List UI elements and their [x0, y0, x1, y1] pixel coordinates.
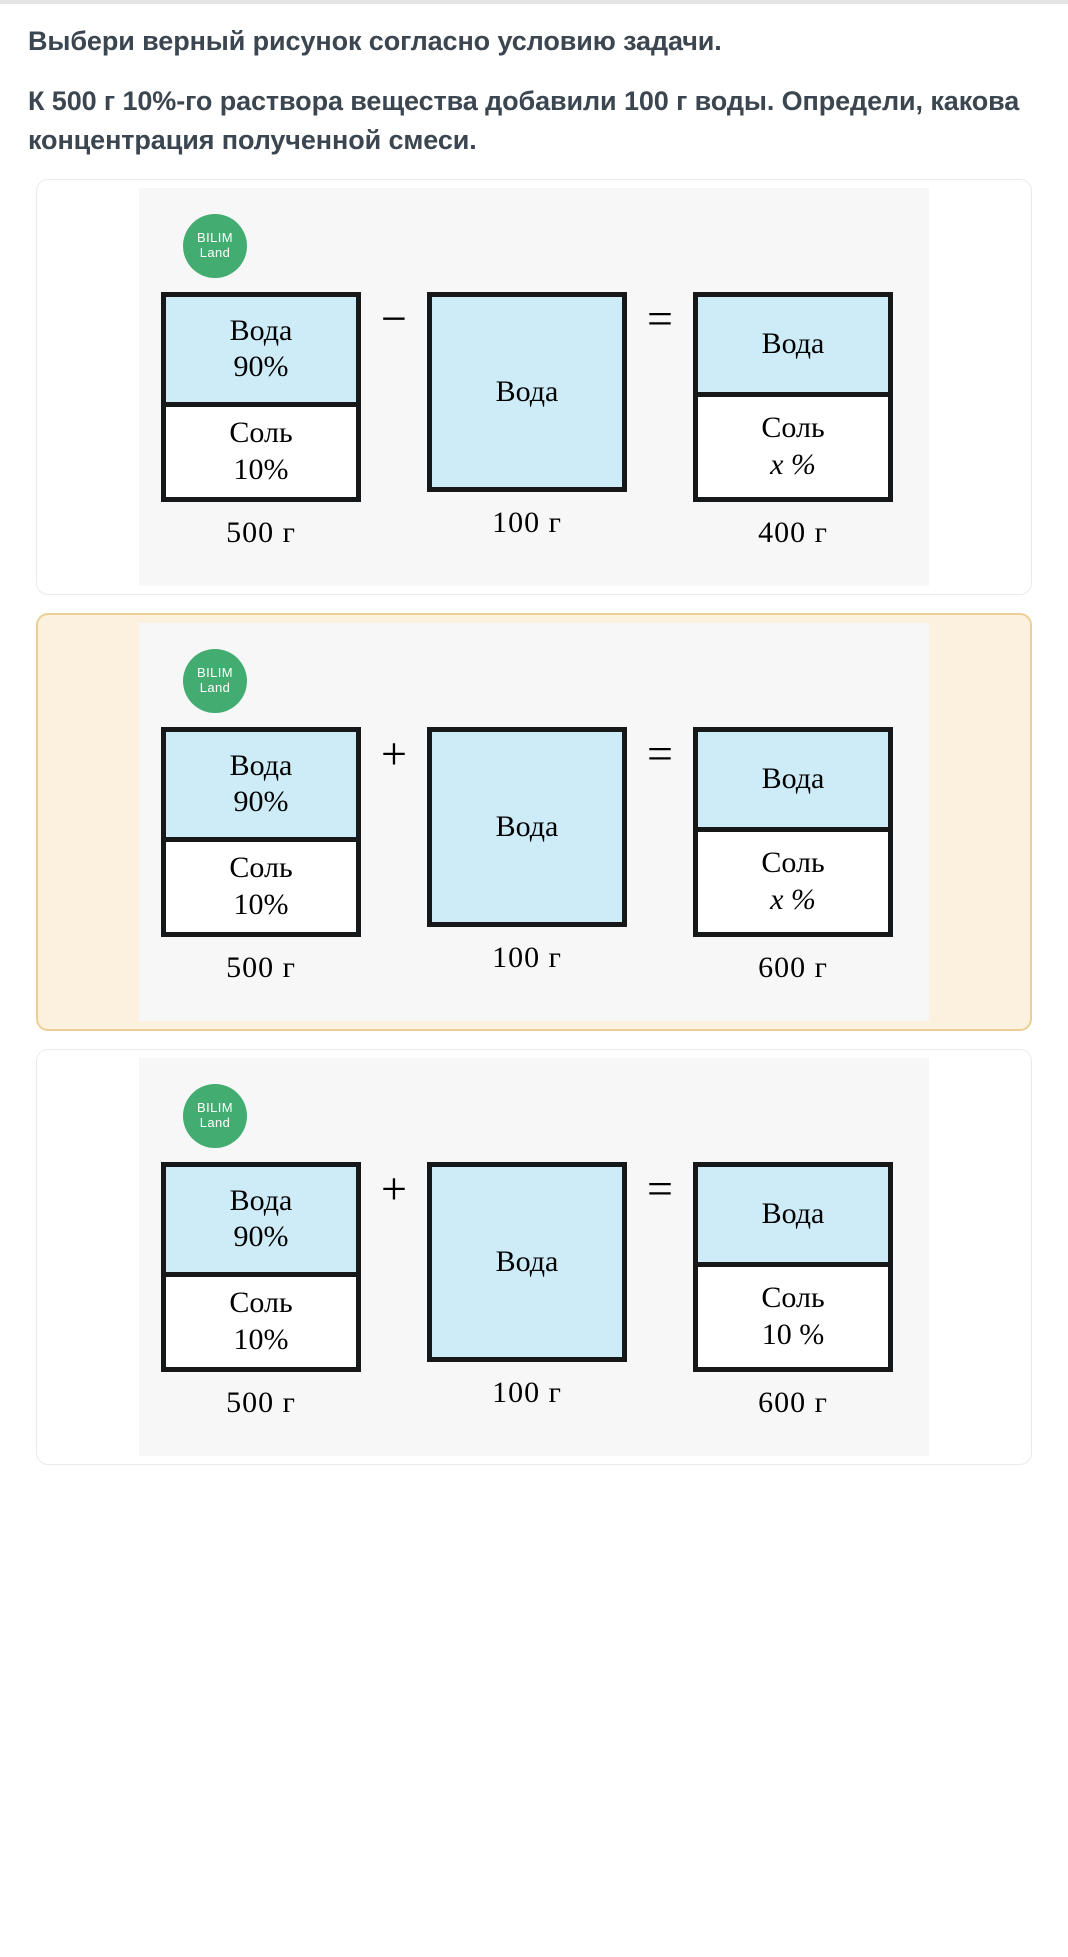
vessel-water-part: Вода 90%: [166, 1166, 356, 1272]
vessel-water-c: Вода: [427, 1161, 627, 1362]
vessel-water-part: Вода 90%: [166, 731, 356, 837]
term-solution-c: Вода 90% Соль 10% 500 г: [161, 1161, 361, 1420]
salt-value: 10 %: [761, 1317, 825, 1351]
operator-plus-b: +: [381, 727, 407, 779]
vessel-result-b: Вода Соль x %: [693, 726, 893, 937]
salt-value: 10%: [233, 887, 289, 921]
mass-label-solution-b: 500 г: [226, 950, 296, 984]
vessel-salt-part: Соль x %: [698, 826, 888, 932]
water-label: Вода: [229, 1183, 293, 1217]
water-label: Вода: [229, 748, 293, 782]
water-label: Вода: [495, 1244, 559, 1278]
salt-label: Соль: [761, 1281, 825, 1315]
vessel-water-part: Вода: [698, 731, 888, 827]
equation-b: Вода 90% Соль 10% 500 г + Вода: [161, 726, 893, 985]
salt-label: Соль: [761, 411, 825, 445]
water-label: Вода: [761, 327, 825, 361]
logo-line-1: BILIM: [197, 1100, 233, 1116]
question-block: Выбери верный рисунок согласно условию з…: [0, 4, 1068, 171]
vessel-solution-b: Вода 90% Соль 10%: [161, 726, 361, 937]
water-label: Вода: [229, 313, 293, 347]
term-solution-a: Вода 90% Соль 10% 500 г: [161, 291, 361, 550]
mass-label-solution-c: 500 г: [226, 1385, 296, 1419]
figure-panel-c: BILIM Land Вода 90% Соль 10%: [139, 1057, 929, 1456]
question-title: Выбери верный рисунок согласно условию з…: [28, 26, 722, 56]
logo-line-1: BILIM: [197, 665, 233, 681]
answer-option-b[interactable]: BILIM Land Вода 90% Соль 10%: [36, 612, 1032, 1031]
vessel-salt-part: Соль x %: [698, 391, 888, 497]
term-solution-b: Вода 90% Соль 10% 500 г: [161, 726, 361, 985]
water-label: Вода: [495, 374, 559, 408]
mass-label-result-b: 600 г: [758, 950, 828, 984]
figure-panel-b: BILIM Land Вода 90% Соль 10%: [139, 622, 929, 1021]
mass-label-solution-a: 500 г: [226, 515, 296, 549]
vessel-salt-part: Соль 10%: [166, 836, 356, 932]
salt-value: x %: [770, 882, 816, 916]
salt-value: x %: [770, 447, 816, 481]
vessel-water-only: Вода: [432, 1166, 622, 1357]
water-value: 90%: [233, 350, 289, 384]
term-result-c: Вода Соль 10 % 600 г: [693, 1161, 893, 1420]
logo-line-1: BILIM: [197, 230, 233, 246]
answer-options-list: BILIM Land Вода 90% Соль 10%: [0, 171, 1068, 1465]
water-label: Вода: [761, 1197, 825, 1231]
mass-label-water-b: 100 г: [492, 940, 562, 974]
operator-plus-c: +: [381, 1162, 407, 1214]
water-label: Вода: [761, 762, 825, 796]
top-divider: [0, 0, 1068, 4]
mass-label-result-c: 600 г: [758, 1385, 828, 1419]
bilim-land-logo: BILIM Land: [183, 213, 247, 278]
vessel-water-b: Вода: [427, 726, 627, 927]
vessel-result-c: Вода Соль 10 %: [693, 1161, 893, 1372]
vessel-solution-c: Вода 90% Соль 10%: [161, 1161, 361, 1372]
salt-label: Соль: [229, 416, 293, 450]
term-result-a: Вода Соль x % 400 г: [693, 291, 893, 550]
salt-label: Соль: [761, 846, 825, 880]
term-water-c: Вода 100 г: [427, 1161, 627, 1410]
salt-value: 10%: [233, 452, 289, 486]
operator-equals-c: =: [647, 1162, 673, 1214]
vessel-water-part: Вода: [698, 296, 888, 392]
salt-value: 10%: [233, 1322, 289, 1356]
vessel-water-part: Вода 90%: [166, 296, 356, 402]
mass-label-water-a: 100 г: [492, 505, 562, 539]
vessel-salt-part: Соль 10%: [166, 1271, 356, 1367]
salt-label: Соль: [229, 851, 293, 885]
answer-option-c[interactable]: BILIM Land Вода 90% Соль 10%: [36, 1048, 1032, 1465]
logo-line-2: Land: [199, 244, 231, 260]
water-value: 90%: [233, 785, 289, 819]
vessel-salt-part: Соль 10%: [166, 401, 356, 497]
answer-option-a[interactable]: BILIM Land Вода 90% Соль 10%: [36, 178, 1032, 595]
operator-equals-a: =: [647, 292, 673, 344]
logo-line-2: Land: [199, 1114, 231, 1130]
vessel-water-only: Вода: [432, 731, 622, 922]
operator-equals-b: =: [647, 727, 673, 779]
bilim-land-logo: BILIM Land: [183, 648, 247, 713]
figure-panel-a: BILIM Land Вода 90% Соль 10%: [139, 187, 929, 586]
term-water-a: Вода 100 г: [427, 291, 627, 540]
mass-label-result-a: 400 г: [758, 515, 828, 549]
mass-label-water-c: 100 г: [492, 1375, 562, 1409]
water-label: Вода: [495, 809, 559, 843]
vessel-result-a: Вода Соль x %: [693, 291, 893, 502]
bilim-land-logo: BILIM Land: [183, 1083, 247, 1148]
vessel-solution-a: Вода 90% Соль 10%: [161, 291, 361, 502]
water-value: 90%: [233, 1220, 289, 1254]
vessel-water-part: Вода: [698, 1166, 888, 1262]
vessel-salt-part: Соль 10 %: [698, 1261, 888, 1367]
equation-c: Вода 90% Соль 10% 500 г + Вода: [161, 1161, 893, 1420]
term-water-b: Вода 100 г: [427, 726, 627, 975]
question-body: К 500 г 10%-го раствора вещества добавил…: [28, 86, 1020, 155]
vessel-water-a: Вода: [427, 291, 627, 492]
term-result-b: Вода Соль x % 600 г: [693, 726, 893, 985]
logo-line-2: Land: [199, 679, 231, 695]
salt-label: Соль: [229, 1286, 293, 1320]
equation-a: Вода 90% Соль 10% 500 г − Вода: [161, 291, 893, 550]
operator-minus-a: −: [381, 292, 407, 344]
vessel-water-only: Вода: [432, 296, 622, 487]
